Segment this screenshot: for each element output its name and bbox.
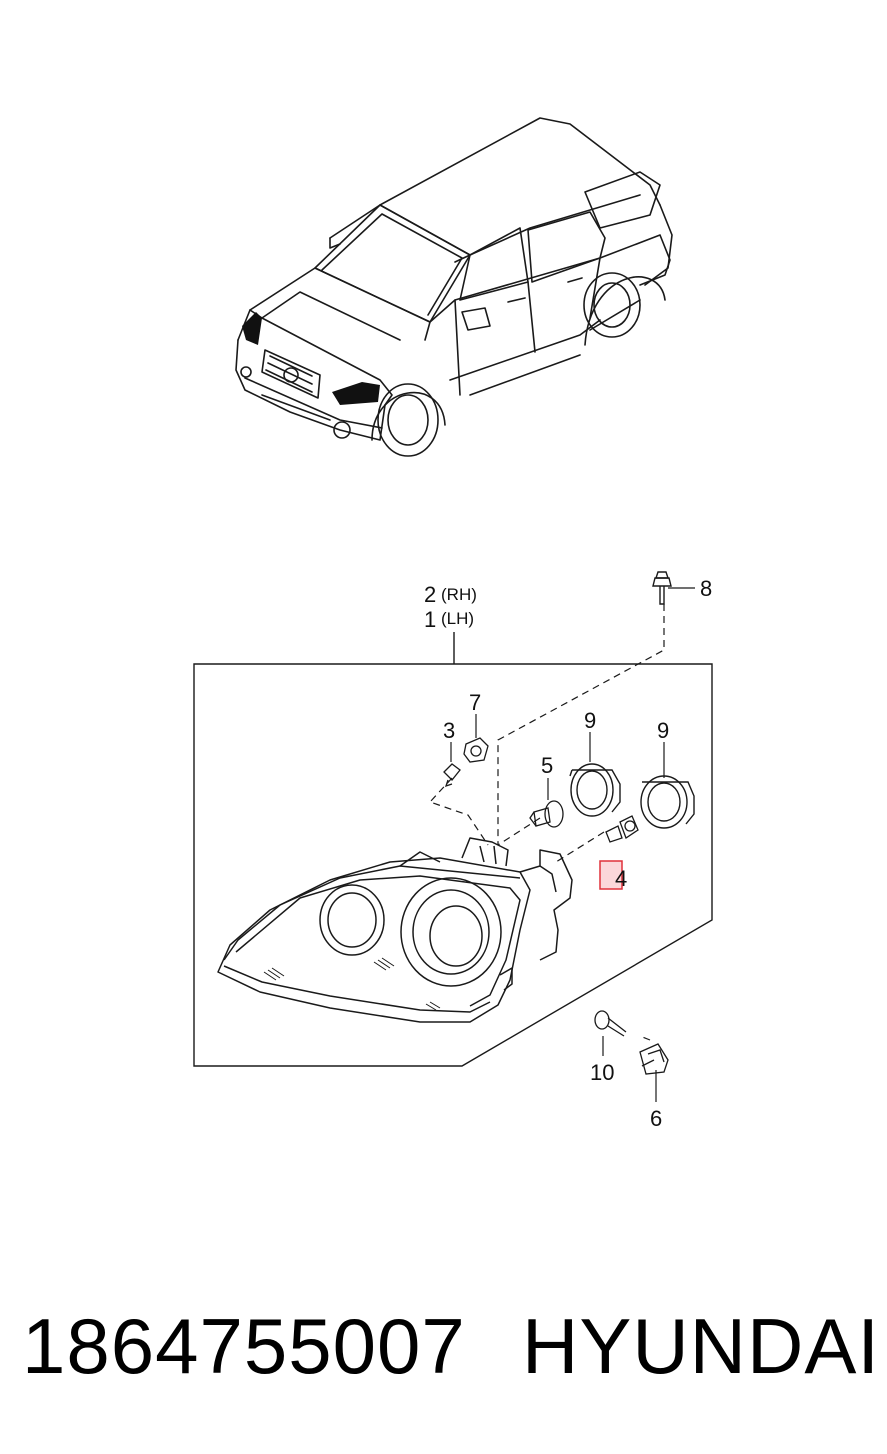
- callout-1: 1: [424, 607, 436, 632]
- footer: 1864755007 HYUNDAI: [0, 1296, 887, 1406]
- lens-vents: [263, 957, 441, 1011]
- callout-2: 2: [424, 582, 436, 607]
- vehicle-illustration: [235, 117, 673, 457]
- callout-6: 6: [650, 1106, 662, 1131]
- bolt-10-icon: [594, 1010, 627, 1037]
- assembly-leaders: [428, 604, 665, 1041]
- vehicle-left-headlamp: [242, 312, 262, 345]
- callout-9a: 9: [584, 708, 596, 733]
- vehicle-right-headlamp: [332, 382, 380, 405]
- callout-4: 4: [615, 866, 627, 891]
- dust-cap-9b-icon: [640, 775, 695, 829]
- part-number: 1864755007: [22, 1302, 466, 1390]
- parts-diagram: 2 (RH) 1 (LH) 8 7 3 5 9 9 4 10 6: [193, 117, 713, 1131]
- bulb-4-icon: [605, 815, 639, 843]
- nut-7-icon: [463, 737, 489, 763]
- callout-10: 10: [590, 1060, 614, 1085]
- parts-box: [193, 632, 713, 1067]
- headlamp-assembly: [217, 837, 573, 1023]
- bolt-8-icon: [652, 571, 672, 605]
- brand-name: HYUNDAI: [522, 1302, 881, 1390]
- dust-cap-9a-icon: [569, 763, 621, 817]
- bulb-5-icon: [529, 800, 564, 828]
- callout-4-highlight: [599, 860, 623, 890]
- screw-3-icon: [443, 763, 461, 788]
- callout-8: 8: [700, 576, 712, 601]
- callout-2-side: (RH): [441, 585, 477, 604]
- callout-leaders: [450, 587, 695, 1102]
- callout-3: 3: [443, 718, 455, 743]
- callout-9b: 9: [657, 718, 669, 743]
- callout-1-side: (LH): [441, 609, 474, 628]
- callout-7: 7: [469, 690, 481, 715]
- callout-5: 5: [541, 753, 553, 778]
- bracket-6-icon: [639, 1043, 669, 1075]
